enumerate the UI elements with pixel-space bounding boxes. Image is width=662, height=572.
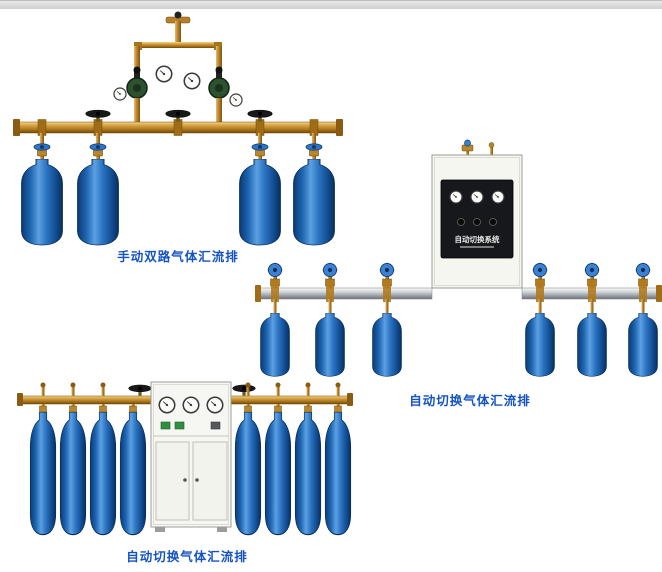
panel-gauge	[449, 190, 463, 204]
door-handle	[183, 478, 187, 482]
cabinet-top-valve	[464, 139, 471, 147]
cabinet-gauge	[206, 396, 224, 414]
gas-cylinder	[294, 412, 322, 536]
panel-subtitle-line	[460, 246, 494, 248]
control-cabinet: 自动切换系统	[431, 139, 523, 289]
manifold-valve	[532, 262, 548, 313]
panel-gauge	[470, 190, 484, 204]
gas-cylinder	[577, 313, 607, 377]
manifold-valve	[379, 262, 395, 313]
cabinet-door-left	[155, 441, 190, 521]
gas-cylinder	[372, 313, 402, 377]
manifold-valve	[584, 262, 600, 313]
gas-cylinder	[89, 412, 117, 536]
cabinet-door-right	[192, 441, 228, 521]
cylinder-bank	[260, 262, 658, 377]
pressure-gauge	[183, 72, 201, 90]
top-valve-knob	[174, 11, 182, 19]
cylinder-valve	[33, 143, 51, 160]
manifold-pipe-left	[255, 285, 433, 302]
pressure-gauge	[113, 87, 127, 101]
manifold-valve	[267, 262, 283, 313]
gas-cylinder	[264, 412, 292, 536]
door-handle	[195, 478, 199, 482]
cabinet-panel-title: 自动切换系统	[455, 234, 500, 244]
valve-handwheel	[232, 384, 256, 396]
valve-handwheel	[85, 109, 111, 122]
gas-cylinder	[29, 412, 57, 536]
gas-cylinder	[628, 313, 658, 377]
indicator-green	[174, 421, 185, 430]
manifold-valve	[322, 262, 338, 313]
gas-cylinder	[59, 412, 87, 536]
figure-auto-switch-wall-manifold: 自动切换系统	[255, 139, 662, 377]
control-cabinet	[150, 381, 232, 532]
cabinet-gauge	[158, 396, 176, 414]
cylinder-bank	[29, 404, 352, 536]
page-bottom-edge	[0, 0, 662, 9]
indicator-dark	[210, 421, 221, 430]
cabinet-foot	[217, 527, 227, 532]
cylinder-bank	[21, 133, 335, 246]
indicator-green	[160, 421, 171, 430]
gas-cylinder	[324, 412, 352, 536]
figure-caption: 自动切换气体汇流排	[409, 394, 531, 408]
figure-manual-dual-manifold	[13, 11, 343, 246]
valve-handwheel	[128, 384, 152, 396]
manifold-valve	[635, 262, 651, 313]
figure-auto-switch-floor-manifold	[17, 381, 353, 536]
cabinet-gauge	[182, 396, 200, 414]
figure-caption: 手动双路气体汇流排	[117, 250, 239, 264]
panel-gauge	[491, 190, 505, 204]
valve-handwheel	[165, 109, 191, 122]
pressure-regulator-right	[208, 66, 230, 124]
valve-handwheel	[247, 109, 273, 122]
panel-knob	[457, 218, 465, 226]
figure-caption: 自动切换气体汇流排	[126, 550, 248, 564]
pressure-gauge	[155, 65, 173, 83]
cabinet-foot	[155, 527, 165, 532]
gas-cylinder	[119, 412, 147, 536]
header-pipe-assembly	[134, 11, 222, 76]
manifold-pipe	[13, 119, 343, 136]
panel-knob	[489, 218, 497, 226]
gas-cylinder	[315, 313, 345, 377]
pipe-valve-stubs	[40, 382, 341, 396]
gas-cylinder	[77, 159, 119, 246]
manifold-pipe-left	[17, 393, 152, 406]
gas-cylinder	[260, 313, 290, 377]
cylinder-valve	[89, 143, 107, 160]
panel-knob	[473, 218, 481, 226]
pressure-regulator-left	[126, 66, 148, 124]
gas-cylinder	[21, 159, 63, 246]
pressure-gauge	[229, 93, 243, 107]
gas-cylinder	[234, 412, 262, 536]
gas-cylinder	[525, 313, 555, 377]
